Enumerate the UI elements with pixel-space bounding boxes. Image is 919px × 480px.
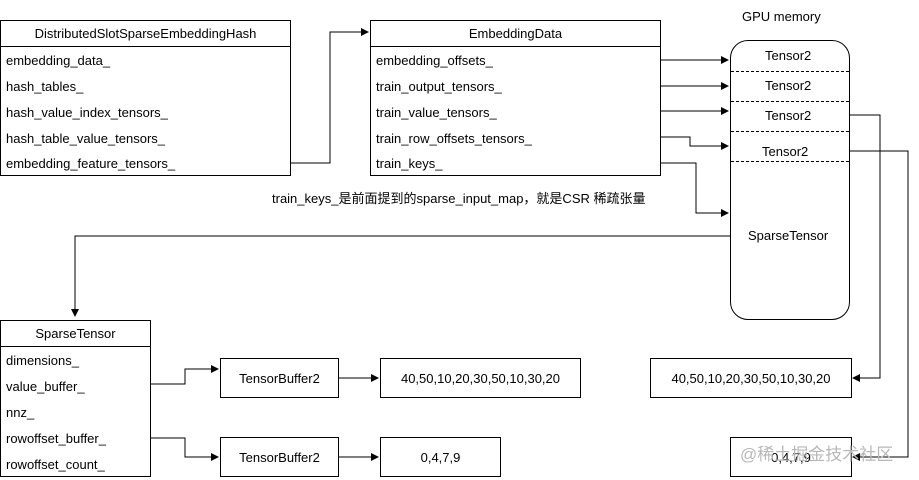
arrow-train-row-offsets — [660, 136, 729, 150]
field-rowoffset-count: rowoffset_count_ — [6, 457, 105, 472]
gpu-memory-container: Tensor2 Tensor2 Tensor2 Tensor2 SparseTe… — [730, 40, 850, 320]
watermark: @稀土掘金技术社区 — [740, 445, 894, 464]
gpu-memory-title: GPU memory — [742, 9, 821, 24]
gpu-divider — [731, 161, 849, 162]
gpu-tensor-2: Tensor2 — [765, 78, 812, 93]
field-hash-tables: hash_tables_ — [6, 79, 84, 94]
field-hash-value-index-tensors: hash_value_index_tensors_ — [6, 105, 168, 120]
arrow-gpu-sparse-to-class — [71, 235, 745, 317]
hash-class-box: DistributedSlotSparseEmbeddingHash embed… — [0, 20, 291, 176]
rowoffset-tensorbuffer-box: TensorBuffer2 — [220, 437, 339, 477]
field-train-keys: train_keys_ — [376, 156, 443, 171]
gpu-divider — [731, 71, 849, 72]
value-data-box: 40,50,10,20,30,50,10,30,20 — [380, 358, 581, 398]
gpu-tensor-4: Tensor2 — [762, 144, 809, 159]
gpu-divider — [731, 101, 849, 102]
value-tensorbuffer-box: TensorBuffer2 — [220, 358, 339, 398]
sparse-tensor-title: SparseTensor — [1, 321, 150, 347]
field-hash-table-value-tensors: hash_table_value_tensors_ — [6, 131, 166, 146]
field-train-row-offsets-tensors: train_row_offsets_tensors_ — [376, 131, 532, 146]
arrow-value-buffer — [150, 365, 219, 385]
gpu-rowoffset-data-box: 0,4,7,9 — [730, 437, 852, 477]
train-keys-note: train_keys_是前面提到的sparse_input_map，就是CSR … — [272, 191, 646, 206]
arrow-gpu-tensor-to-rowoffsets — [825, 150, 909, 461]
field-rowoffset-buffer: rowoffset_buffer_ — [6, 431, 106, 446]
field-embedding-feature-tensors: embedding_feature_tensors_ — [6, 156, 176, 171]
rowoffset-data-box: 0,4,7,9 — [380, 437, 501, 477]
gpu-value-data-box: 40,50,10,20,30,50,10,30,20 — [650, 358, 852, 398]
field-train-value-tensors: train_value_tensors_ — [376, 105, 497, 120]
field-embedding-offsets: embedding_offsets_ — [376, 53, 493, 68]
field-dimensions: dimensions_ — [6, 353, 79, 368]
arrow-rowoffset-buffer — [150, 437, 219, 461]
arrow-train-keys — [660, 162, 729, 217]
sparse-tensor-box: SparseTensor dimensions_ value_buffer_ n… — [0, 320, 151, 477]
field-train-output-tensors: train_output_tensors_ — [376, 79, 502, 94]
gpu-divider — [731, 131, 849, 132]
hash-class-title: DistributedSlotSparseEmbeddingHash — [1, 21, 290, 47]
field-nnz: nnz_ — [6, 405, 35, 420]
arrow-gpu-tensor-to-values — [825, 114, 881, 382]
gpu-sparse-tensor: SparseTensor — [747, 228, 830, 243]
arrow-hash-to-embedding-data — [290, 28, 369, 164]
field-embedding-data: embedding_data_ — [6, 53, 111, 68]
embedding-data-title: EmbeddingData — [371, 21, 660, 47]
gpu-tensor-1: Tensor2 — [765, 48, 812, 63]
field-value-buffer: value_buffer_ — [6, 379, 85, 394]
embedding-data-box: EmbeddingData embedding_offsets_ train_o… — [370, 20, 661, 176]
gpu-tensor-3: Tensor2 — [765, 108, 812, 123]
